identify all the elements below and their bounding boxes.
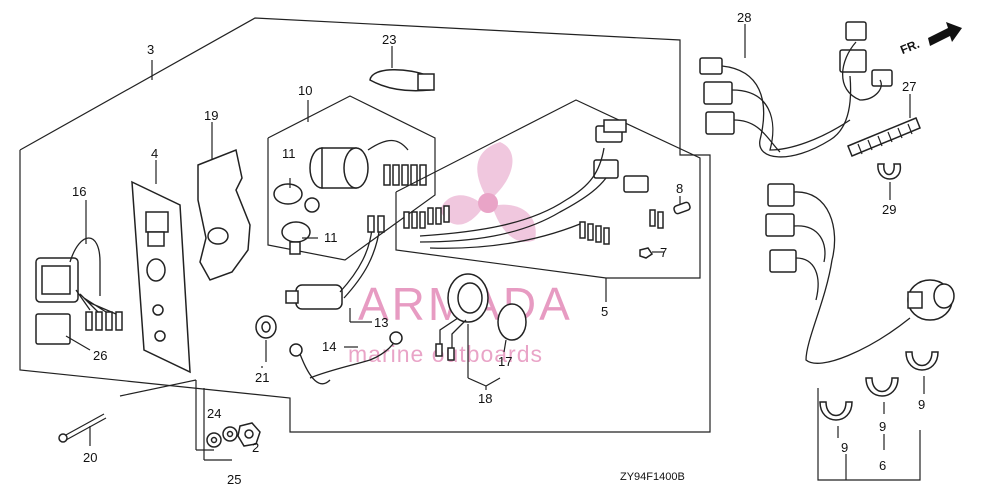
callout-9-left: 9: [841, 440, 848, 455]
clip-9b: [865, 377, 899, 397]
part-28-harness: [699, 21, 893, 158]
part-18-gauge: [435, 273, 501, 387]
callout-21: 21: [255, 370, 269, 385]
part-16-switch: [35, 237, 123, 331]
key-upper: [273, 183, 320, 213]
callout-18: 18: [478, 391, 492, 406]
callout-29: 29: [882, 202, 896, 217]
callout-4: 4: [151, 146, 158, 161]
part-27-tube: [847, 94, 921, 157]
callout-20: 20: [83, 450, 97, 465]
part-29-clip: [877, 163, 901, 200]
lower-harness: [765, 183, 955, 364]
clip-9a: [819, 401, 853, 421]
part-10-box: [267, 95, 436, 261]
callout-26: 26: [93, 348, 107, 363]
part-25-washer: [222, 426, 238, 442]
callout-17: 17: [498, 354, 512, 369]
callout-11-upper: 11: [282, 146, 296, 161]
clip-9c: [905, 351, 939, 371]
part-2-nut: [237, 422, 261, 447]
front-direction-arrow: FR.: [898, 22, 962, 57]
part-13-sensor: [285, 215, 385, 323]
callout-16: 16: [72, 184, 86, 199]
watermark-tagline: marine outboards: [348, 341, 543, 367]
part-17-lens: [497, 303, 527, 353]
callout-11-lower: 11: [324, 230, 338, 245]
callout-14: 14: [322, 339, 336, 354]
part-4-panel: [131, 160, 191, 374]
callout-13: 13: [374, 315, 388, 330]
callout-8: 8: [676, 181, 683, 196]
direction-label: FR.: [898, 37, 921, 57]
callout-3: 3: [147, 42, 154, 57]
callout-labels: 3 4 16 26 20 19 10 11 11 23 13 14 21 24 …: [72, 10, 925, 487]
callout-9-middle: 9: [879, 419, 886, 434]
part-20-bolt: [58, 413, 107, 446]
assembly-frame: [19, 17, 711, 433]
callout-6: 6: [879, 458, 886, 473]
propeller-logo: [440, 142, 536, 242]
callout-23: 23: [382, 32, 396, 47]
callout-10: 10: [298, 83, 312, 98]
part-14-lanyard: [289, 331, 403, 385]
callout-9-right: 9: [918, 397, 925, 412]
watermark: ARMADA marine outboards: [348, 142, 570, 367]
part-23-clamp: [369, 46, 435, 92]
leader-lines: [85, 178, 487, 390]
callout-7: 7: [660, 245, 667, 260]
part-5-harness: [395, 99, 701, 302]
harness-pins-left: [403, 205, 450, 229]
switch-connectors: [383, 164, 427, 186]
diagram-code: ZY94F1400B: [620, 471, 685, 483]
fastener-leader-lines: [119, 379, 232, 461]
tube-ribs: [857, 123, 913, 155]
part-8-pin: [673, 196, 691, 215]
callout-19: 19: [204, 108, 218, 123]
ignition-switch: [309, 139, 409, 189]
callout-5: 5: [601, 304, 608, 319]
callout-27: 27: [902, 79, 916, 94]
callout-24: 24: [207, 406, 221, 421]
part-6-clip-set: [817, 351, 939, 481]
callout-28: 28: [737, 10, 751, 25]
part-7-fitting: [639, 247, 664, 259]
callout-25: 25: [227, 472, 241, 487]
callout-2: 2: [252, 440, 259, 455]
harness-pins-right: [579, 209, 664, 245]
key-lower: [281, 221, 311, 255]
part-21-nut: [255, 315, 277, 362]
round-connector: [907, 279, 955, 321]
part-24-washer: [206, 432, 222, 448]
part-19-bracket: [197, 122, 251, 281]
part-26-plate: [35, 313, 91, 351]
